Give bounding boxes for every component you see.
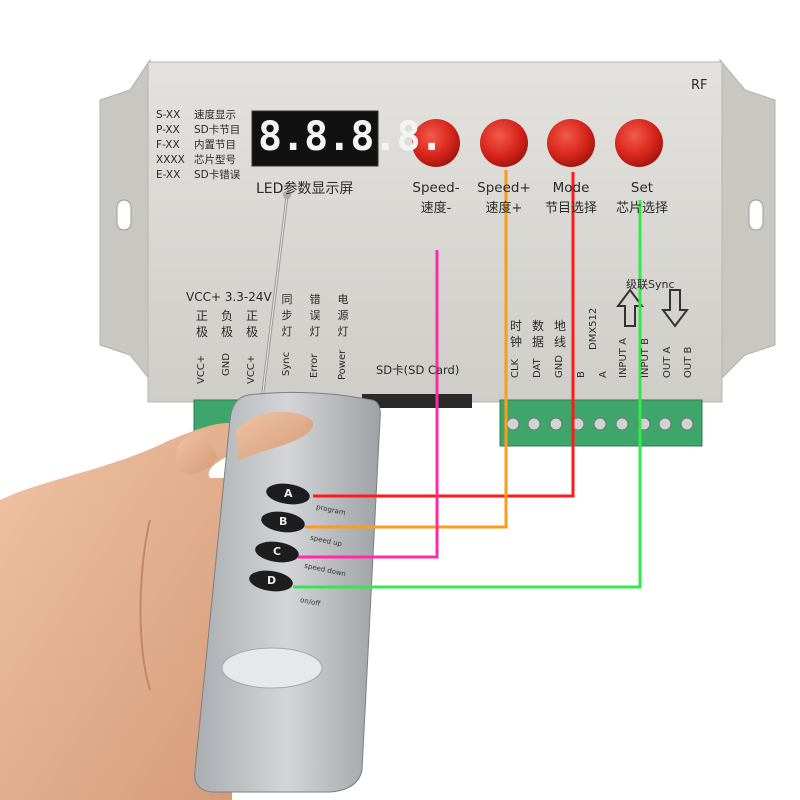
- mount-slot-right: [748, 199, 764, 231]
- terminal-cn-label: 地线: [553, 319, 566, 349]
- legend-code: E-XX: [156, 169, 181, 181]
- terminal-en-label: INPUT B: [640, 338, 651, 378]
- set-label: Set 芯片选择: [604, 180, 680, 216]
- controller-flange-right: [719, 58, 776, 382]
- legend-text: SD卡错误: [194, 169, 241, 181]
- terminal-en-label: OUT A: [662, 346, 673, 378]
- remote-button-d: [249, 570, 293, 592]
- button-label-en: Mode: [552, 180, 590, 196]
- button-label-cn: 速度-: [420, 201, 452, 216]
- remote-bottom-oval: [221, 647, 323, 689]
- wire-c-to-speed-minus: [298, 250, 439, 559]
- remote-button-c: [255, 541, 299, 563]
- remote-buttons: [249, 483, 310, 592]
- cascade-sync-label: 级联Sync: [626, 278, 675, 291]
- terminal-en-label: INPUT A: [618, 338, 629, 378]
- right-terminal-block: [499, 399, 703, 447]
- legend-row: S-XX 速度显示: [156, 107, 236, 122]
- terminal-cn-label: 正极: [245, 309, 258, 339]
- terminal-en-label: DAT: [532, 358, 543, 378]
- terminal-cn-label: 负极: [220, 309, 233, 339]
- legend-code: F-XX: [156, 139, 180, 151]
- sd-card-slot: [362, 394, 472, 408]
- terminal-en-label: GND: [554, 355, 565, 378]
- antenna: [260, 191, 291, 401]
- controller-buttons: [412, 119, 663, 167]
- button-label-cn: 节目选择: [544, 201, 597, 216]
- legend-code: S-XX: [156, 109, 181, 121]
- button-label-cn: 芯片选择: [615, 201, 668, 216]
- mode-button: [547, 119, 595, 167]
- legend-text: 内置节目: [194, 139, 236, 151]
- wire-a-to-mode: [313, 172, 575, 498]
- led-display-digits: 8.8.8.8.: [258, 114, 444, 160]
- terminal-en-label: Power: [337, 349, 348, 380]
- terminal-en-label: VCC+: [196, 354, 207, 384]
- sd-card-label: SD卡(SD Card): [376, 363, 460, 377]
- terminal-cn-label: 电源灯: [337, 293, 349, 338]
- dmx512-label: DMX512: [588, 307, 599, 350]
- remote-button-a-letter: A: [284, 487, 293, 500]
- button-label-en: Speed-: [412, 180, 460, 196]
- controller-panel: [147, 61, 723, 403]
- legend-code: XXXX: [156, 154, 185, 166]
- remote-button-b: [261, 511, 305, 533]
- fingers: [175, 431, 218, 475]
- legend-row: P-XX SD卡节目: [156, 122, 240, 137]
- speed-minus-button: [412, 119, 460, 167]
- terminal-en-label: Sync: [281, 351, 292, 376]
- button-label-cn: 速度+: [485, 201, 523, 216]
- led-display: [251, 110, 379, 167]
- terminal-en-label: GND: [221, 353, 232, 376]
- terminal-cn-label: 同步灯: [281, 293, 293, 338]
- terminal-en-label: OUT B: [683, 346, 694, 378]
- legend-row: F-XX 内置节目: [156, 137, 236, 152]
- legend-row: XXXX 芯片型号: [156, 152, 236, 167]
- terminal-en-label: CLK: [510, 358, 521, 378]
- legend-row: E-XX SD卡错误: [156, 167, 240, 182]
- remote-button-d-letter: D: [267, 574, 277, 587]
- speed-plus-label: Speed+ 速度+: [472, 180, 536, 216]
- legend-code: P-XX: [156, 124, 180, 136]
- set-button: [615, 119, 663, 167]
- button-label-en: Set: [630, 180, 654, 196]
- terminal-en-label: Error: [309, 353, 320, 378]
- remote-button-b-letter: B: [279, 515, 288, 528]
- remote-button-a: [266, 483, 310, 505]
- button-label-en: Speed+: [477, 180, 531, 196]
- hand: [0, 422, 247, 800]
- arrow-down-icon: [661, 289, 689, 328]
- legend-text: 速度显示: [194, 109, 236, 121]
- legend-text: SD卡节目: [194, 124, 241, 136]
- remote-body: [194, 391, 381, 793]
- mode-label: Mode 节目选择: [536, 180, 606, 216]
- mount-slot-left: [116, 199, 132, 231]
- speed-minus-label: Speed- 速度-: [404, 180, 468, 216]
- terminal-en-label: A: [598, 371, 609, 378]
- legend-text: 芯片型号: [194, 154, 236, 166]
- terminal-en-label: VCC+: [246, 354, 257, 384]
- terminal-cn-label: 时钟: [509, 319, 522, 349]
- speed-plus-button: [480, 119, 528, 167]
- rf-label: RF: [691, 78, 708, 93]
- wires: [293, 170, 642, 589]
- terminal-cn-label: 错误灯: [309, 293, 321, 338]
- wire-d-to-set: [293, 200, 642, 589]
- power-spec-label: VCC+ 3.3-24V: [186, 290, 272, 304]
- wire-b-to-speed-plus: [305, 170, 508, 529]
- display-caption: LED参数显示屏: [256, 181, 354, 197]
- remote-button-c-letter: C: [273, 545, 282, 558]
- thumb: [236, 411, 314, 460]
- terminal-cn-label: 数据: [531, 319, 544, 349]
- arrow-up-icon: [616, 288, 644, 327]
- terminal-en-label: B: [576, 371, 587, 378]
- terminal-cn-label: 正极: [195, 309, 208, 339]
